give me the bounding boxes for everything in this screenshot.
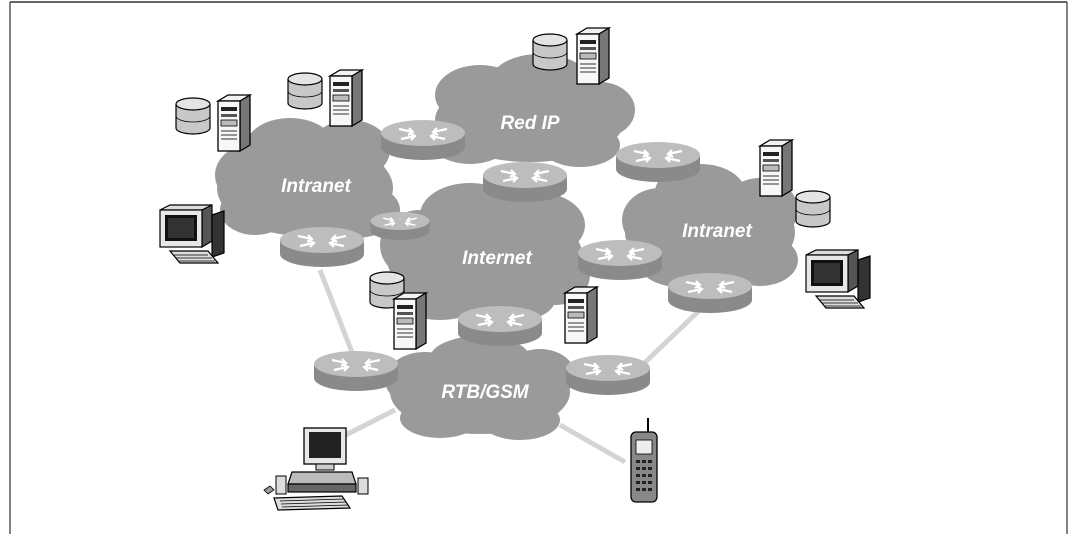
diagram-frame [9, 1, 1068, 534]
personal-computer-icon [263, 427, 369, 511]
database-cylinder-icon [795, 190, 831, 228]
router-icon [278, 225, 366, 269]
server-tower-icon [576, 27, 610, 85]
server-tower-icon [564, 286, 598, 344]
server-tower-icon [759, 139, 793, 197]
cloud-internet [380, 183, 590, 322]
cloud-intranet-left [215, 118, 400, 238]
router-icon [379, 118, 467, 162]
cloud-label-intranet-left: Intranet [281, 176, 351, 197]
mobile-phone-icon [630, 417, 658, 503]
router-icon [614, 140, 702, 184]
router-icon [369, 211, 431, 241]
server-tower-icon [329, 69, 363, 127]
database-cylinder-icon [532, 33, 568, 71]
server-tower-icon [217, 94, 251, 152]
router-icon [564, 353, 652, 397]
router-icon [456, 304, 544, 348]
cloud-label-red-ip: Red IP [500, 113, 559, 134]
router-icon [312, 349, 400, 393]
router-icon [576, 238, 664, 282]
database-cylinder-icon [175, 97, 211, 135]
cloud-label-rtb-gsm: RTB/GSM [441, 382, 529, 403]
cloud-rtb-gsm [385, 336, 575, 440]
cloud-red-ip [430, 54, 635, 167]
router-icon [666, 271, 754, 315]
cloud-label-internet: Internet [462, 248, 532, 269]
cloud-label-intranet-right: Intranet [682, 221, 752, 242]
desktop-computer-icon [159, 204, 225, 264]
desktop-computer-icon [805, 249, 871, 309]
server-tower-icon [393, 292, 427, 350]
router-icon [481, 160, 569, 204]
cloud-intranet-right [622, 164, 798, 287]
database-cylinder-icon [287, 72, 323, 110]
